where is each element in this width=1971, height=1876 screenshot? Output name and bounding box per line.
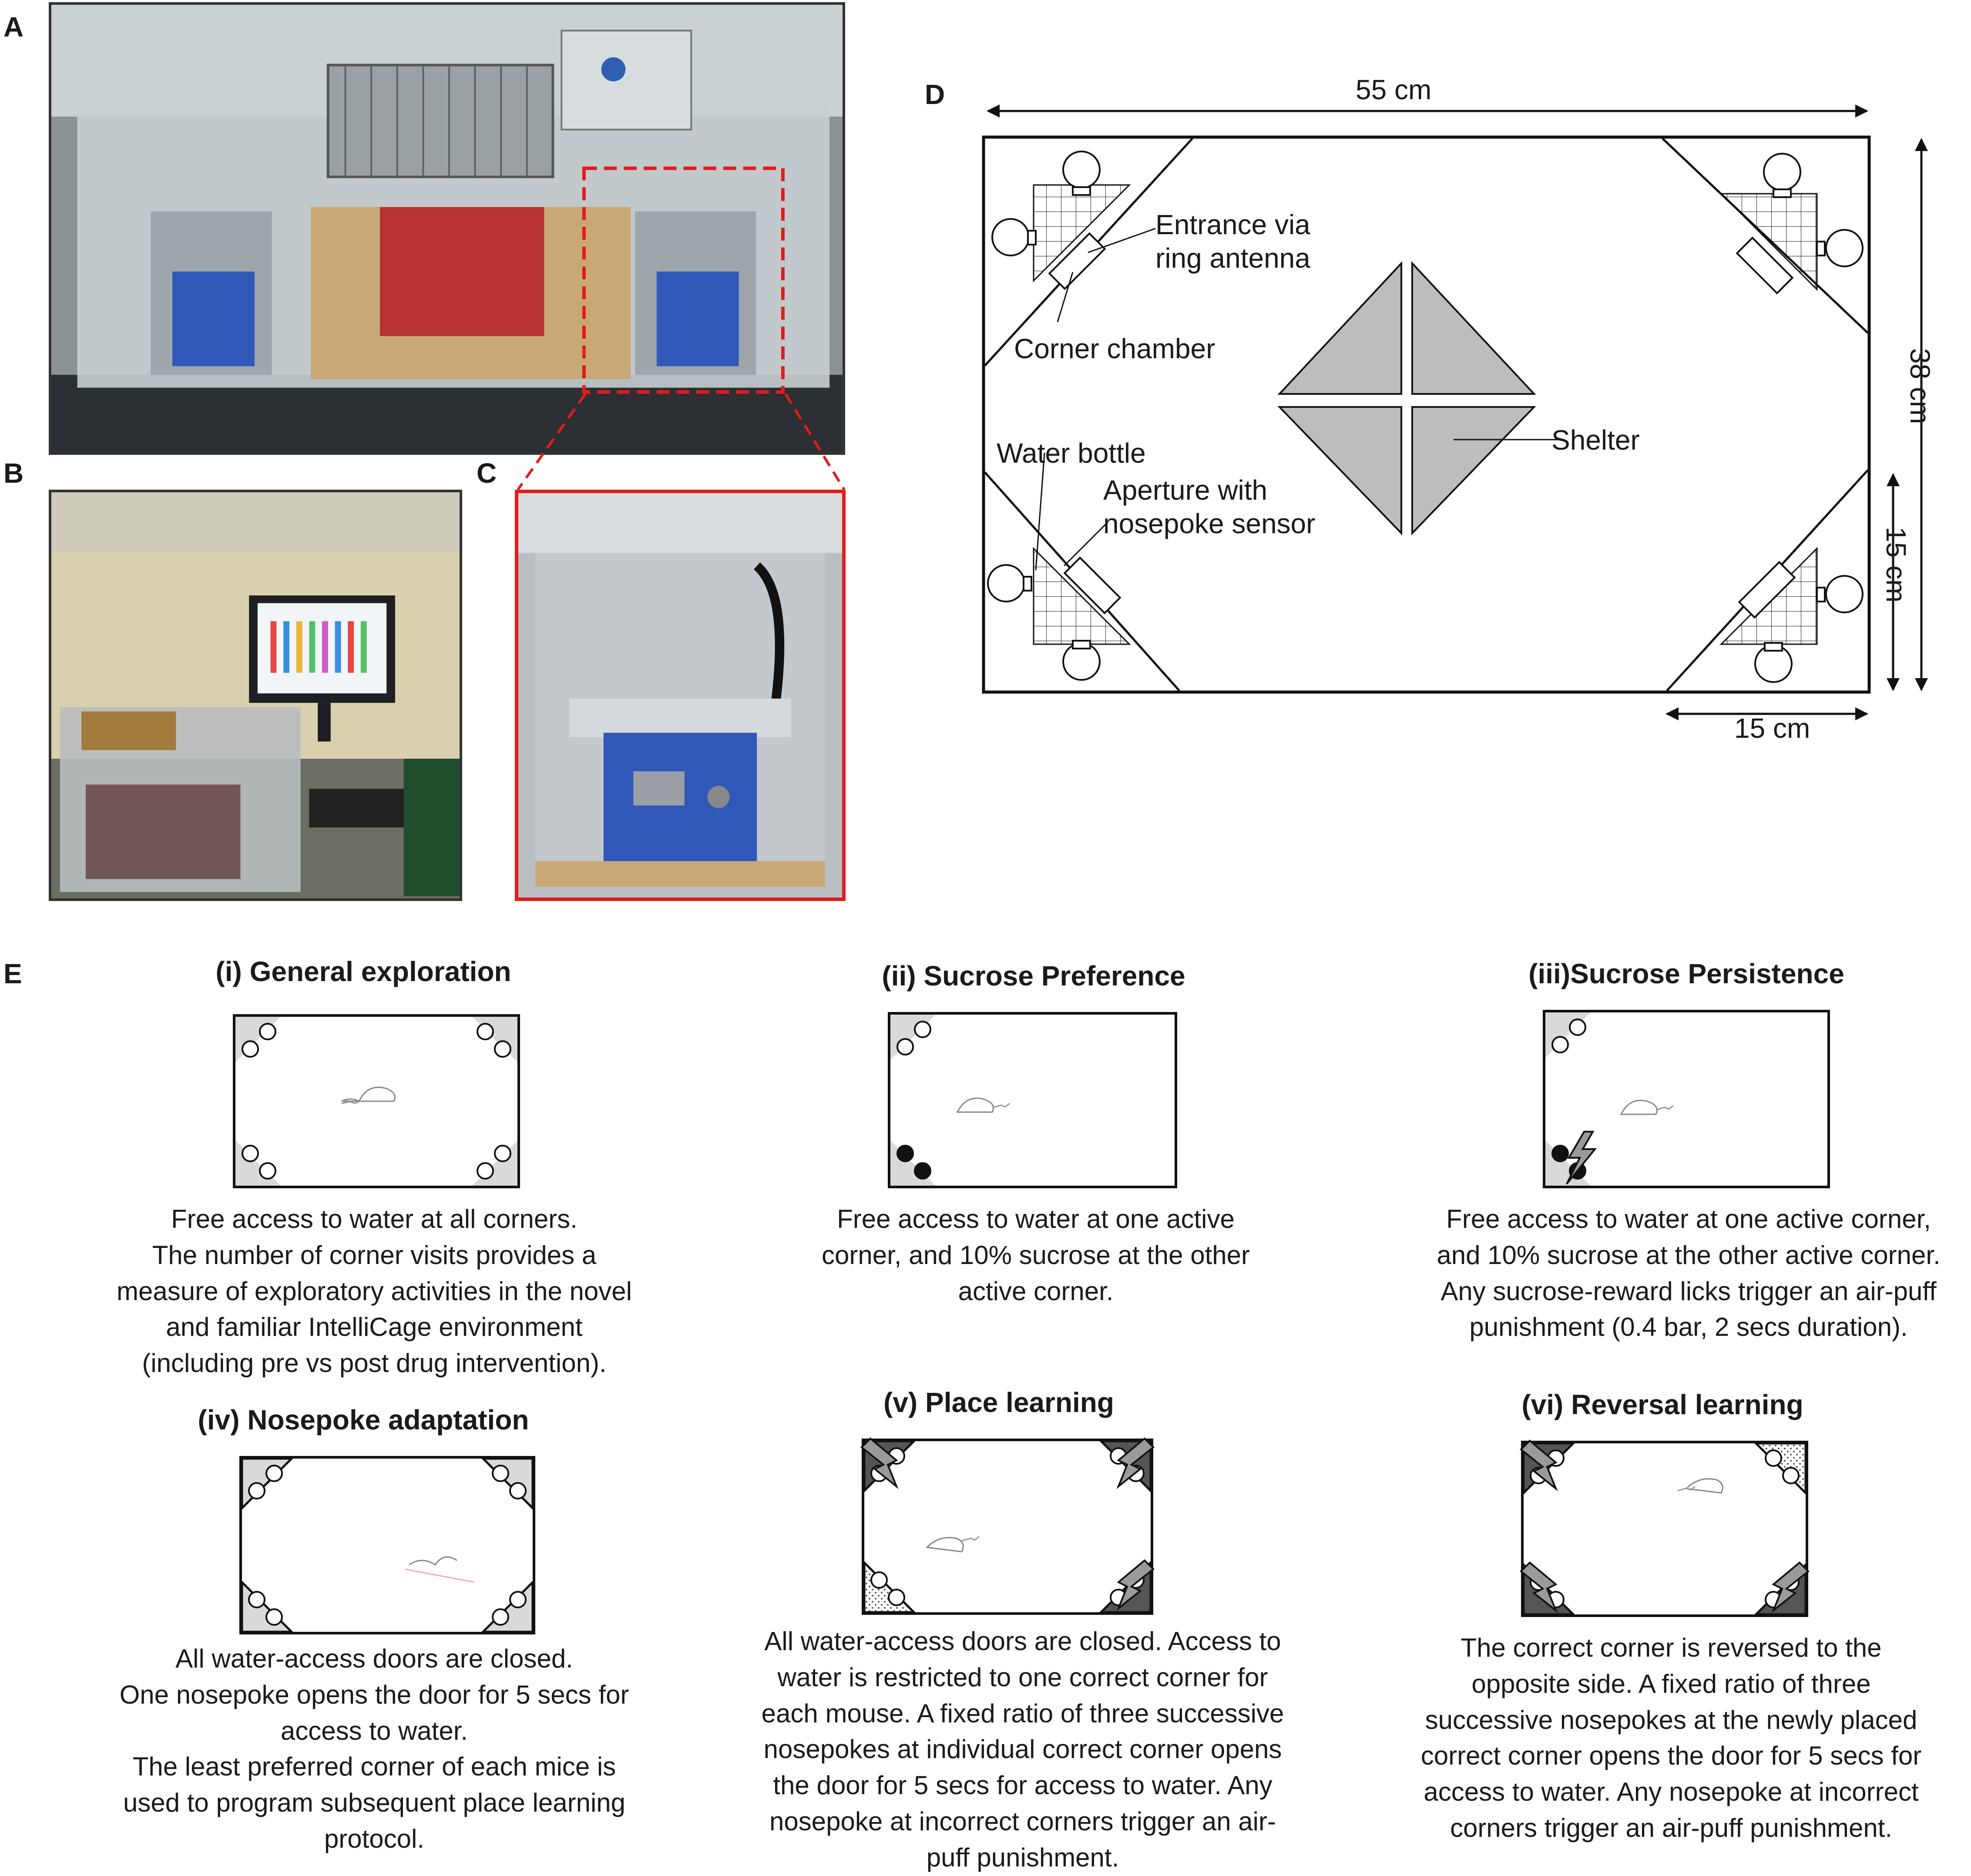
panel-label-d: D: [925, 79, 945, 110]
label-shelter: Shelter: [1551, 424, 1640, 456]
dimension-inner-height: 15 cm: [1880, 527, 1912, 603]
panel-label-c: C: [477, 457, 497, 489]
dimension-inner-width: 15 cm: [1734, 713, 1810, 744]
protocol-4-title: (iv) Nosepoke adaptation: [198, 1404, 529, 1436]
protocol-5-description: All water-access doors are closed. Acces…: [761, 1627, 1284, 1872]
protocol-6-title: (vi) Reversal learning: [1521, 1389, 1803, 1420]
shelter-shape: [1277, 261, 1536, 535]
protocol-3-diagram: [1543, 1010, 1830, 1188]
dimension-width: 55 cm: [1356, 74, 1432, 105]
protocol-5-diagram: [860, 1437, 1155, 1615]
protocol-5-title: (v) Place learning: [883, 1387, 1114, 1418]
photo-corner-chamber: [515, 490, 846, 901]
protocol-1-description: Free access to water at all corners.The …: [117, 1204, 632, 1378]
protocol-2-diagram: [888, 1012, 1177, 1188]
photo-intellicage: [49, 2, 845, 455]
protocol-1-title: (i) General exploration: [215, 956, 511, 987]
label-corner-chamber: Corner chamber: [1014, 333, 1216, 364]
protocol-3-title: (iii)Sucrose Persistence: [1528, 958, 1844, 989]
intellicage-schematic: [982, 104, 1928, 720]
dimension-height: 38 cm: [1904, 348, 1936, 424]
photo-lab-setup: [49, 490, 462, 901]
panel-label-b: B: [3, 457, 24, 489]
air-puff-icon: [1566, 1131, 1597, 1185]
protocol-6-diagram: [1520, 1439, 1810, 1617]
label-water-bottle: Water bottle: [997, 437, 1146, 469]
protocol-4-description: All water-access doors are closed.One no…: [119, 1644, 629, 1853]
protocol-1-diagram: [233, 1014, 520, 1188]
panel-label-e: E: [3, 958, 22, 989]
panel-label-a: A: [3, 11, 24, 43]
protocol-2-title: (ii) Sucrose Preference: [882, 960, 1185, 992]
protocol-3-description: Free access to water at one active corne…: [1437, 1204, 1941, 1342]
protocol-4-diagram: [239, 1456, 535, 1634]
